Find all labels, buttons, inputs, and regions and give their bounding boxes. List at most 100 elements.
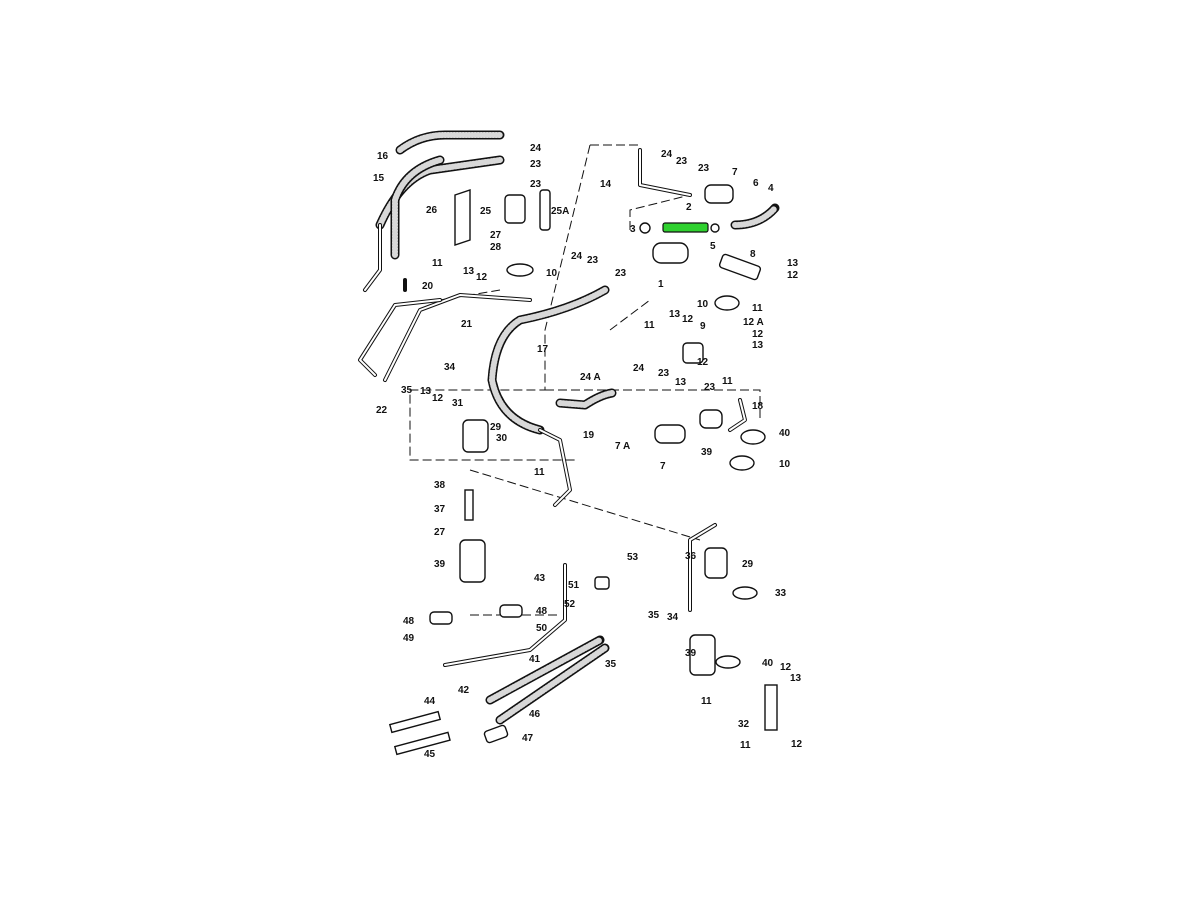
part-label-27: 27 bbox=[434, 527, 446, 538]
part-label-15: 15 bbox=[373, 173, 385, 184]
hoses bbox=[375, 130, 780, 725]
part-label-19: 19 bbox=[583, 430, 595, 441]
part-label-1: 1 bbox=[658, 279, 664, 290]
part-label-43: 43 bbox=[534, 573, 546, 584]
part-label-37: 37 bbox=[434, 504, 446, 515]
part-label-33: 33 bbox=[775, 588, 787, 599]
part-label-23: 23 bbox=[676, 156, 688, 167]
part-label-34: 34 bbox=[444, 362, 456, 373]
part-label-24a: 24 A bbox=[580, 372, 601, 383]
part-label-51: 51 bbox=[568, 580, 580, 591]
part-label-11: 11 bbox=[722, 376, 733, 387]
part-label-34: 34 bbox=[667, 612, 679, 623]
part-label-12: 12 bbox=[476, 272, 488, 283]
part-label-48: 48 bbox=[403, 616, 415, 627]
part-label-23: 23 bbox=[530, 179, 542, 190]
part-label-7: 7 bbox=[660, 461, 666, 472]
part-label-24: 24 bbox=[530, 143, 542, 154]
part-label-12: 12 bbox=[791, 739, 803, 750]
part-label-23: 23 bbox=[704, 382, 716, 393]
part-label-39: 39 bbox=[701, 447, 713, 458]
part-label-22: 22 bbox=[376, 405, 388, 416]
part-label-12: 12 bbox=[752, 329, 764, 340]
part-label-28: 28 bbox=[490, 242, 502, 253]
part-label-6: 6 bbox=[753, 178, 759, 189]
part-label-12: 12 bbox=[682, 314, 694, 325]
part-label-23: 23 bbox=[530, 159, 542, 170]
part-label-53: 53 bbox=[627, 552, 639, 563]
part-label-14: 14 bbox=[600, 179, 612, 190]
part-label-40: 40 bbox=[779, 428, 791, 439]
part-label-52: 52 bbox=[564, 599, 576, 610]
part-label-17: 17 bbox=[537, 344, 549, 355]
part-label-13: 13 bbox=[669, 309, 681, 320]
part-label-12: 12 bbox=[697, 357, 709, 368]
part-label-5: 5 bbox=[710, 241, 716, 252]
part-label-49: 49 bbox=[403, 633, 415, 644]
part-label-4: 4 bbox=[768, 183, 774, 194]
highlighted-part-2[interactable] bbox=[639, 222, 720, 234]
part-label-29: 29 bbox=[490, 422, 502, 433]
part-label-25a: 25A bbox=[551, 206, 569, 217]
part-label-12a: 12 A bbox=[743, 317, 764, 328]
part-label-10: 10 bbox=[697, 299, 709, 310]
part-label-13: 13 bbox=[463, 266, 475, 277]
part-label-18: 18 bbox=[752, 401, 764, 412]
pipes bbox=[358, 148, 747, 667]
part-label-40: 40 bbox=[762, 658, 774, 669]
part-label-35: 35 bbox=[648, 610, 660, 621]
part-label-42: 42 bbox=[458, 685, 470, 696]
part-label-31: 31 bbox=[452, 398, 464, 409]
part-label-12: 12 bbox=[780, 662, 792, 673]
dashed-guide-lines bbox=[409, 144, 761, 616]
part-label-46: 46 bbox=[529, 709, 541, 720]
part-label-26: 26 bbox=[426, 205, 438, 216]
part-label-50: 50 bbox=[536, 623, 548, 634]
part-label-45: 45 bbox=[424, 749, 436, 760]
part-label-13: 13 bbox=[790, 673, 802, 684]
part-label-41: 41 bbox=[529, 654, 541, 665]
part-label-27: 27 bbox=[490, 230, 502, 241]
part-label-47: 47 bbox=[522, 733, 534, 744]
part-label-30: 30 bbox=[496, 433, 508, 444]
part-label-35: 35 bbox=[605, 659, 617, 670]
part-label-11: 11 bbox=[752, 303, 763, 314]
part-label-35: 35 bbox=[401, 385, 413, 396]
part-label-21: 21 bbox=[461, 319, 473, 330]
part-label-12: 12 bbox=[432, 393, 444, 404]
part-label-24: 24 bbox=[661, 149, 673, 160]
part-label-24: 24 bbox=[633, 363, 645, 374]
part-label-25: 25 bbox=[480, 206, 492, 217]
part-label-39: 39 bbox=[434, 559, 446, 570]
part-label-24: 24 bbox=[571, 251, 583, 262]
part-label-9: 9 bbox=[700, 321, 706, 332]
part-label-13: 13 bbox=[752, 340, 764, 351]
part-label-44: 44 bbox=[424, 696, 436, 707]
part-label-29: 29 bbox=[742, 559, 754, 570]
part-label-11: 11 bbox=[432, 258, 443, 269]
part-label-36: 36 bbox=[685, 551, 697, 562]
part-label-7a: 7 A bbox=[615, 441, 630, 452]
part-label-23: 23 bbox=[658, 368, 670, 379]
part-label-16: 16 bbox=[377, 151, 389, 162]
part-label-7: 7 bbox=[732, 167, 738, 178]
part-label-23: 23 bbox=[615, 268, 627, 279]
part-label-11: 11 bbox=[740, 740, 751, 751]
part-label-48: 48 bbox=[536, 606, 548, 617]
part-label-11: 11 bbox=[701, 696, 712, 707]
part-label-39: 39 bbox=[685, 648, 697, 659]
part-label-8: 8 bbox=[750, 249, 756, 260]
part-label-20: 20 bbox=[422, 281, 434, 292]
part-label-10: 10 bbox=[779, 459, 791, 470]
part-labels: 24232325A2526272810161511131220211722353… bbox=[373, 143, 803, 760]
part-label-13: 13 bbox=[420, 386, 432, 397]
part-label-11: 11 bbox=[644, 320, 655, 331]
part-label-13: 13 bbox=[675, 377, 687, 388]
part-label-23: 23 bbox=[698, 163, 710, 174]
part-label-11: 11 bbox=[534, 467, 545, 478]
parts bbox=[388, 184, 778, 756]
part-label-2: 2 bbox=[686, 202, 692, 213]
part-label-32: 32 bbox=[738, 719, 750, 730]
part-label-23: 23 bbox=[587, 255, 599, 266]
